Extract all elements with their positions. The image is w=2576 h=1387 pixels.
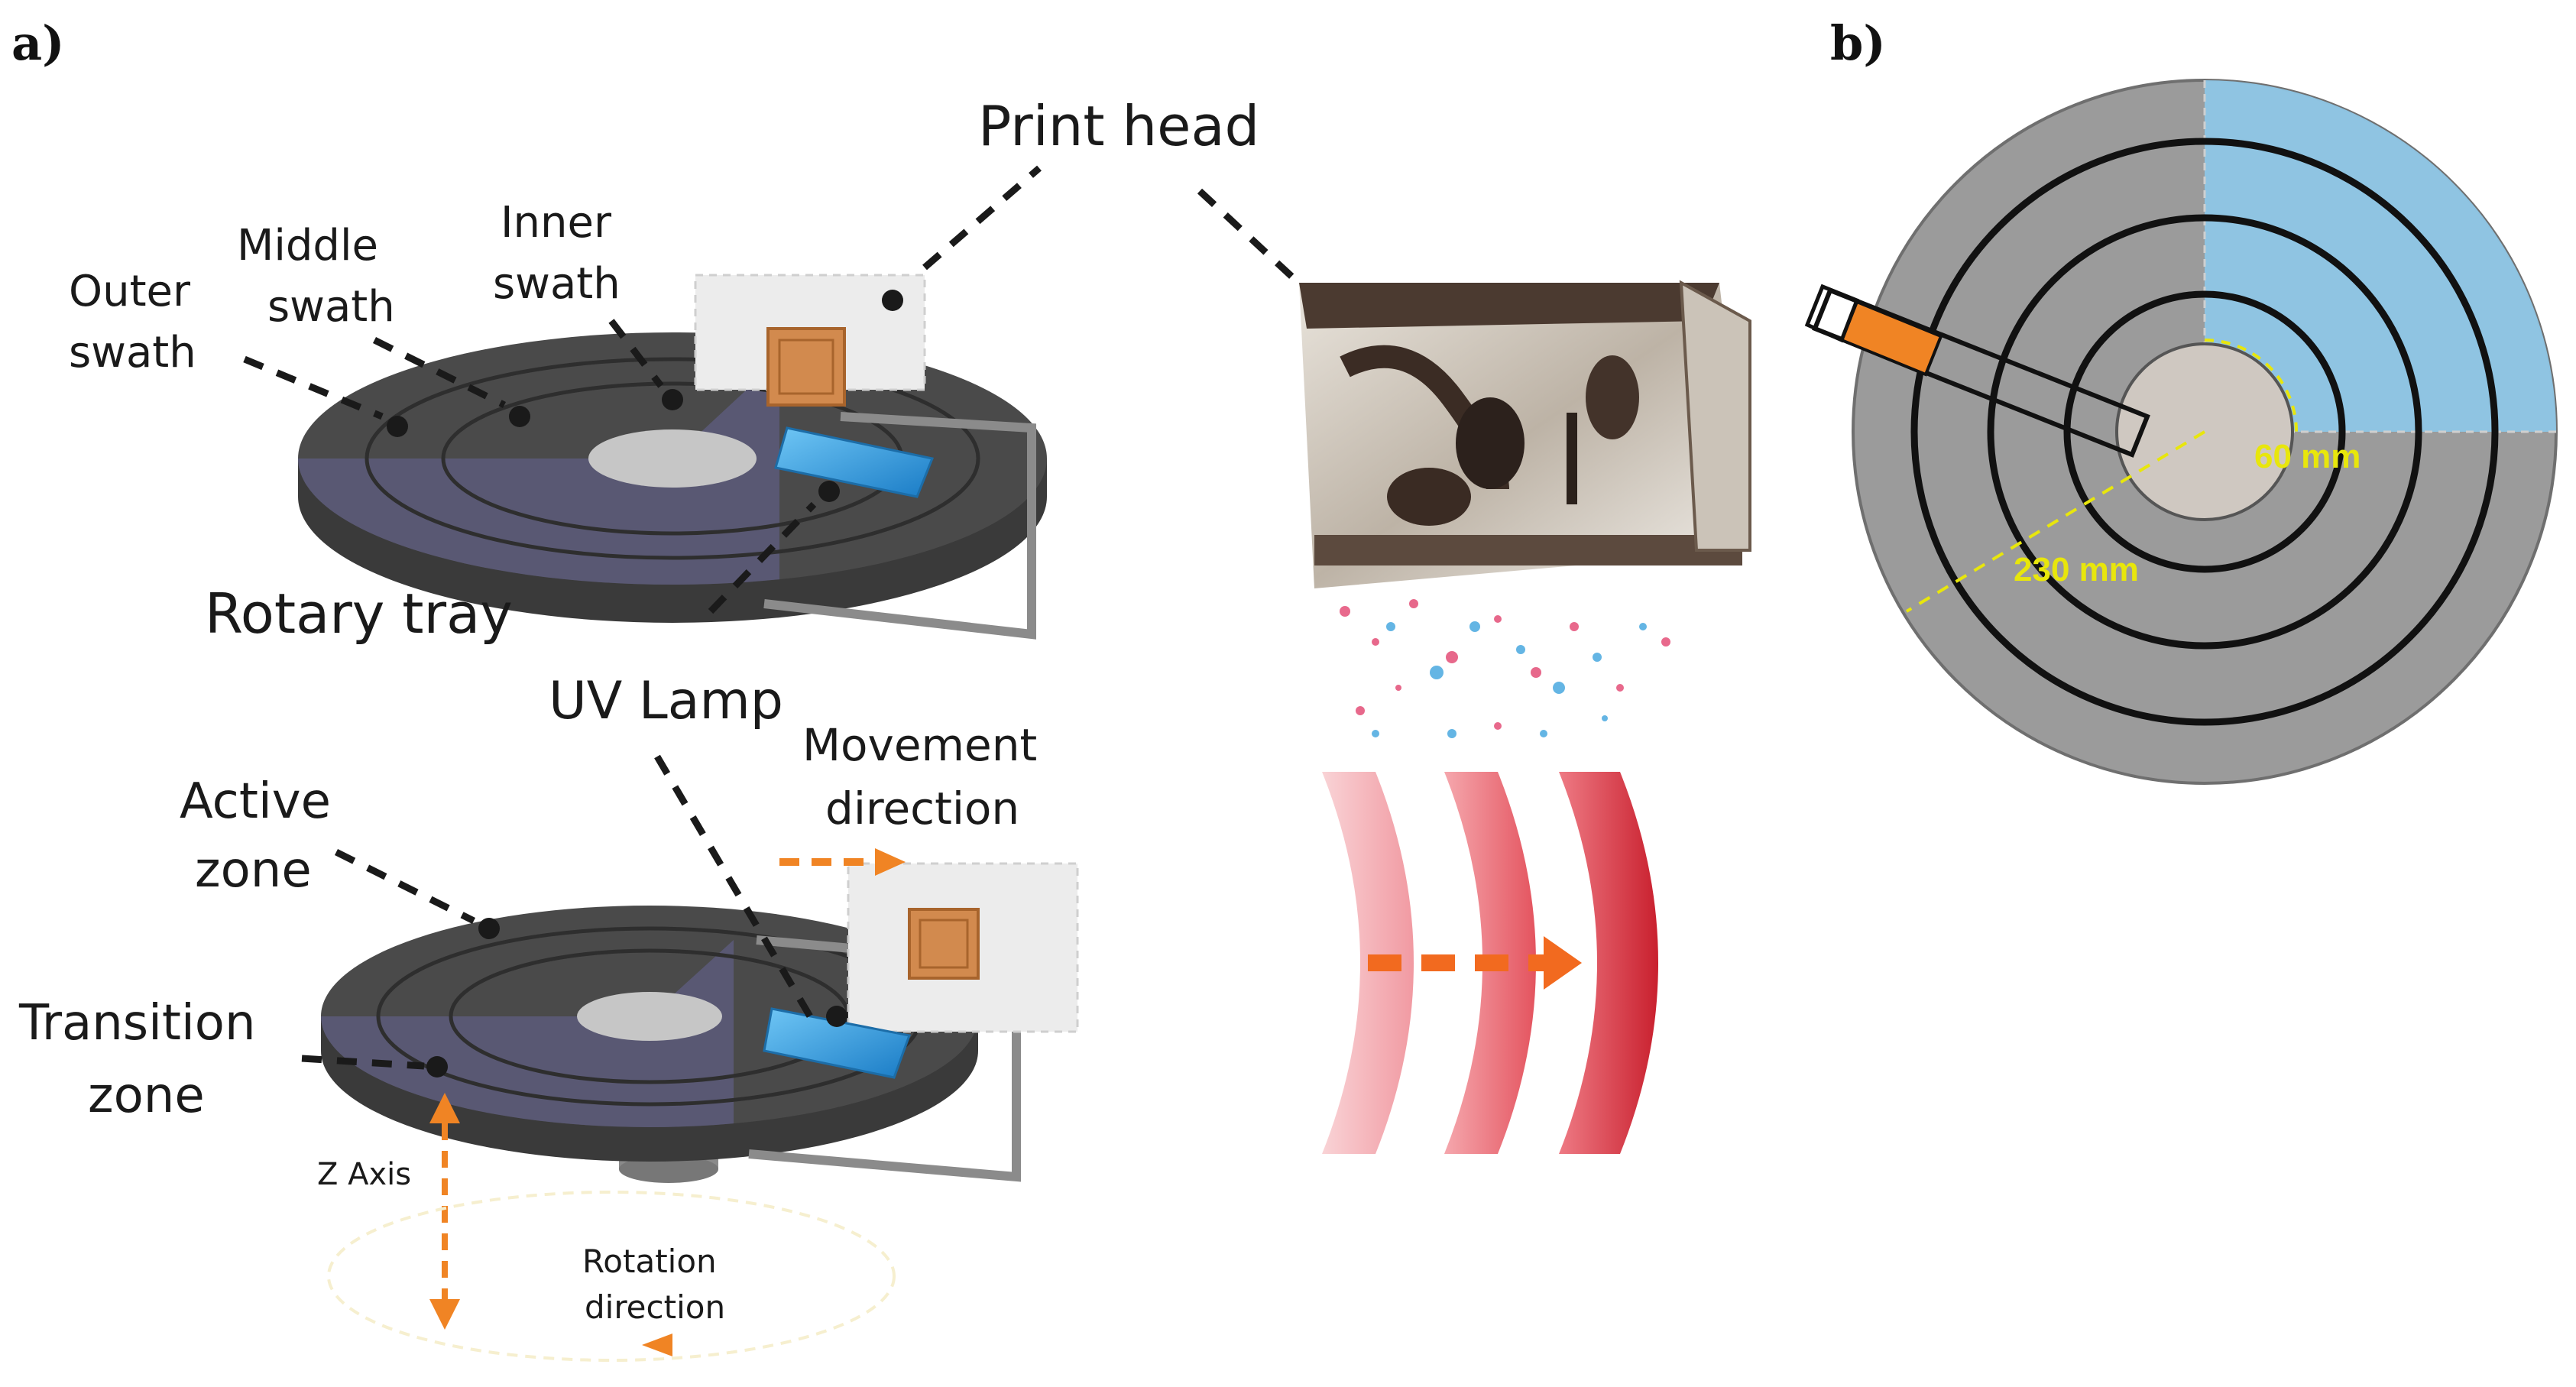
panel-a-label: a) [11,15,65,71]
print-head-block [766,327,846,407]
rotation-direction-label-line1: Rotation [582,1243,717,1280]
outer-swath-label-line2: swath [69,328,196,378]
inner-swath-label-line2: swath [493,259,621,309]
rotary-tray-label: Rotary tray [205,582,513,646]
outer-swath-label-line1: Outer [69,267,191,316]
leader-lines [243,165,1337,1078]
transition-zone-label-line1: Transition [18,995,256,1052]
z-axis-label: Z Axis [317,1157,411,1192]
active-zone-label-line2: zone [195,842,312,899]
uv-lamp-label: UV Lamp [549,671,783,731]
movement-direction-label-line1: Movement [802,719,1037,771]
panel-b-label: b) [1830,15,1886,71]
inner-swath-label-line1: Inner [501,198,612,248]
uv-curing-waves [1322,772,1658,1154]
top-rotary-tray [298,274,1047,640]
movement-direction-label-line2: direction [825,783,1019,834]
movement-direction-arrow [779,848,906,876]
uv-lamp-block [774,426,935,498]
dimension-lines [1905,339,2298,613]
dimension-230mm: 230 mm [2014,551,2139,588]
rotation-direction-arrow [327,1191,896,1362]
active-zone-label-line1: Active [180,773,331,830]
print-head-label: Print head [978,94,1259,158]
top-view-print-head [1804,284,2150,458]
dimension-60mm: 60 mm [2254,438,2361,475]
middle-swath-label-line2: swath [267,282,395,332]
transition-zone-label-line2: zone [88,1068,205,1124]
z-axis-arrow [429,1093,460,1330]
print-head-illustration [1299,280,1751,738]
bottom-rotary-tray [321,862,1079,1183]
rotation-direction-label-line2: direction [585,1288,725,1326]
middle-swath-label-line1: Middle [237,221,378,271]
